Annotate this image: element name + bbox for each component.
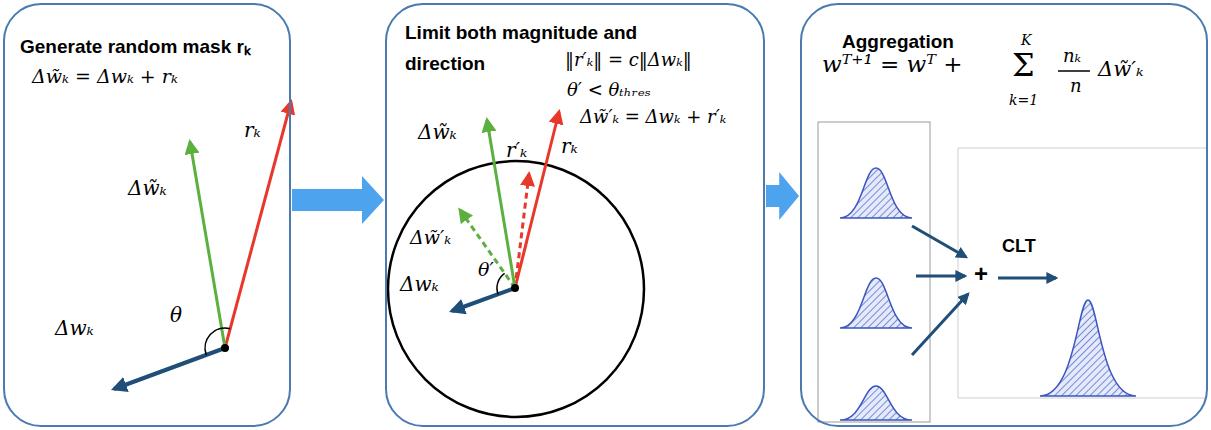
vector-label: rₖ [561, 134, 578, 158]
vector-label: θ [170, 303, 182, 327]
panel-box: Limit both magnitude and direction‖r′ₖ‖ … [385, 3, 765, 427]
panel-box: Aggregationwᵀ⁺¹ = wᵀ +KΣk=1nₖnΔw̃′ₖ [800, 3, 1208, 427]
origin-dot [221, 344, 229, 352]
formula-text: Δw̃′ₖ = Δwₖ + r′ₖ [580, 106, 726, 128]
masked-vector [190, 142, 225, 348]
clt-arrow [998, 277, 1056, 280]
vector-label: rₖ [244, 118, 261, 142]
panel-title: Generate random mask rₖ [20, 36, 251, 59]
formula-text: k=1 [1009, 92, 1038, 109]
mask-vector [225, 102, 291, 348]
vector-label: r′ₖ [506, 138, 527, 162]
limit-circle [388, 161, 644, 417]
update-vector [114, 348, 225, 389]
sum-arrow [916, 275, 965, 278]
formula-text: wᵀ⁺¹ = wᵀ + [822, 51, 963, 79]
sum-arrow [912, 226, 966, 257]
vector-label: Δwₖ [400, 272, 439, 296]
angle-arc [497, 273, 505, 294]
limited-mask-vector [515, 174, 529, 288]
fraction-bar [1058, 70, 1090, 72]
vector-label: Δw̃′ₖ [410, 226, 451, 249]
panel-title: Aggregation [842, 31, 954, 54]
result-frame [958, 148, 1206, 398]
gaussian-curve [1040, 300, 1136, 396]
sum-arrow [912, 294, 968, 355]
formula-text: nₖ [1063, 45, 1081, 67]
formula-text: Δw̃ₖ = Δwₖ + rₖ [32, 65, 178, 88]
vector-label: + [974, 260, 988, 289]
angle-arc [205, 328, 230, 355]
flow-arrow [766, 172, 799, 220]
gaussian-curve [840, 168, 912, 218]
limited-masked-vector [460, 210, 515, 288]
vector-label: Δw̃ₖ [418, 120, 457, 144]
vector-label: CLT [1002, 236, 1036, 258]
vector-label: Δwₖ [55, 316, 94, 340]
distribution-frame [818, 122, 930, 422]
flow-arrow [292, 176, 384, 224]
vector-label: Δw̃ₖ [128, 176, 167, 200]
gaussian-curve [840, 386, 912, 420]
formula-text: ‖r′ₖ‖ = c‖Δwₖ‖ [565, 49, 692, 71]
update-vector [452, 288, 515, 311]
formula-text: n [1070, 75, 1082, 97]
gaussian-curve [840, 278, 912, 328]
formula-text: Δw̃′ₖ [1098, 57, 1144, 82]
vector-label: θ′ [478, 258, 494, 281]
origin-dot [511, 284, 519, 292]
formula-text: Σ [1012, 46, 1035, 84]
formula-text: θ′ < θₜₕᵣₑₛ [567, 79, 651, 101]
panel-box: Generate random mask rₖ Δw̃ₖ = Δwₖ + rₖ [3, 3, 291, 427]
